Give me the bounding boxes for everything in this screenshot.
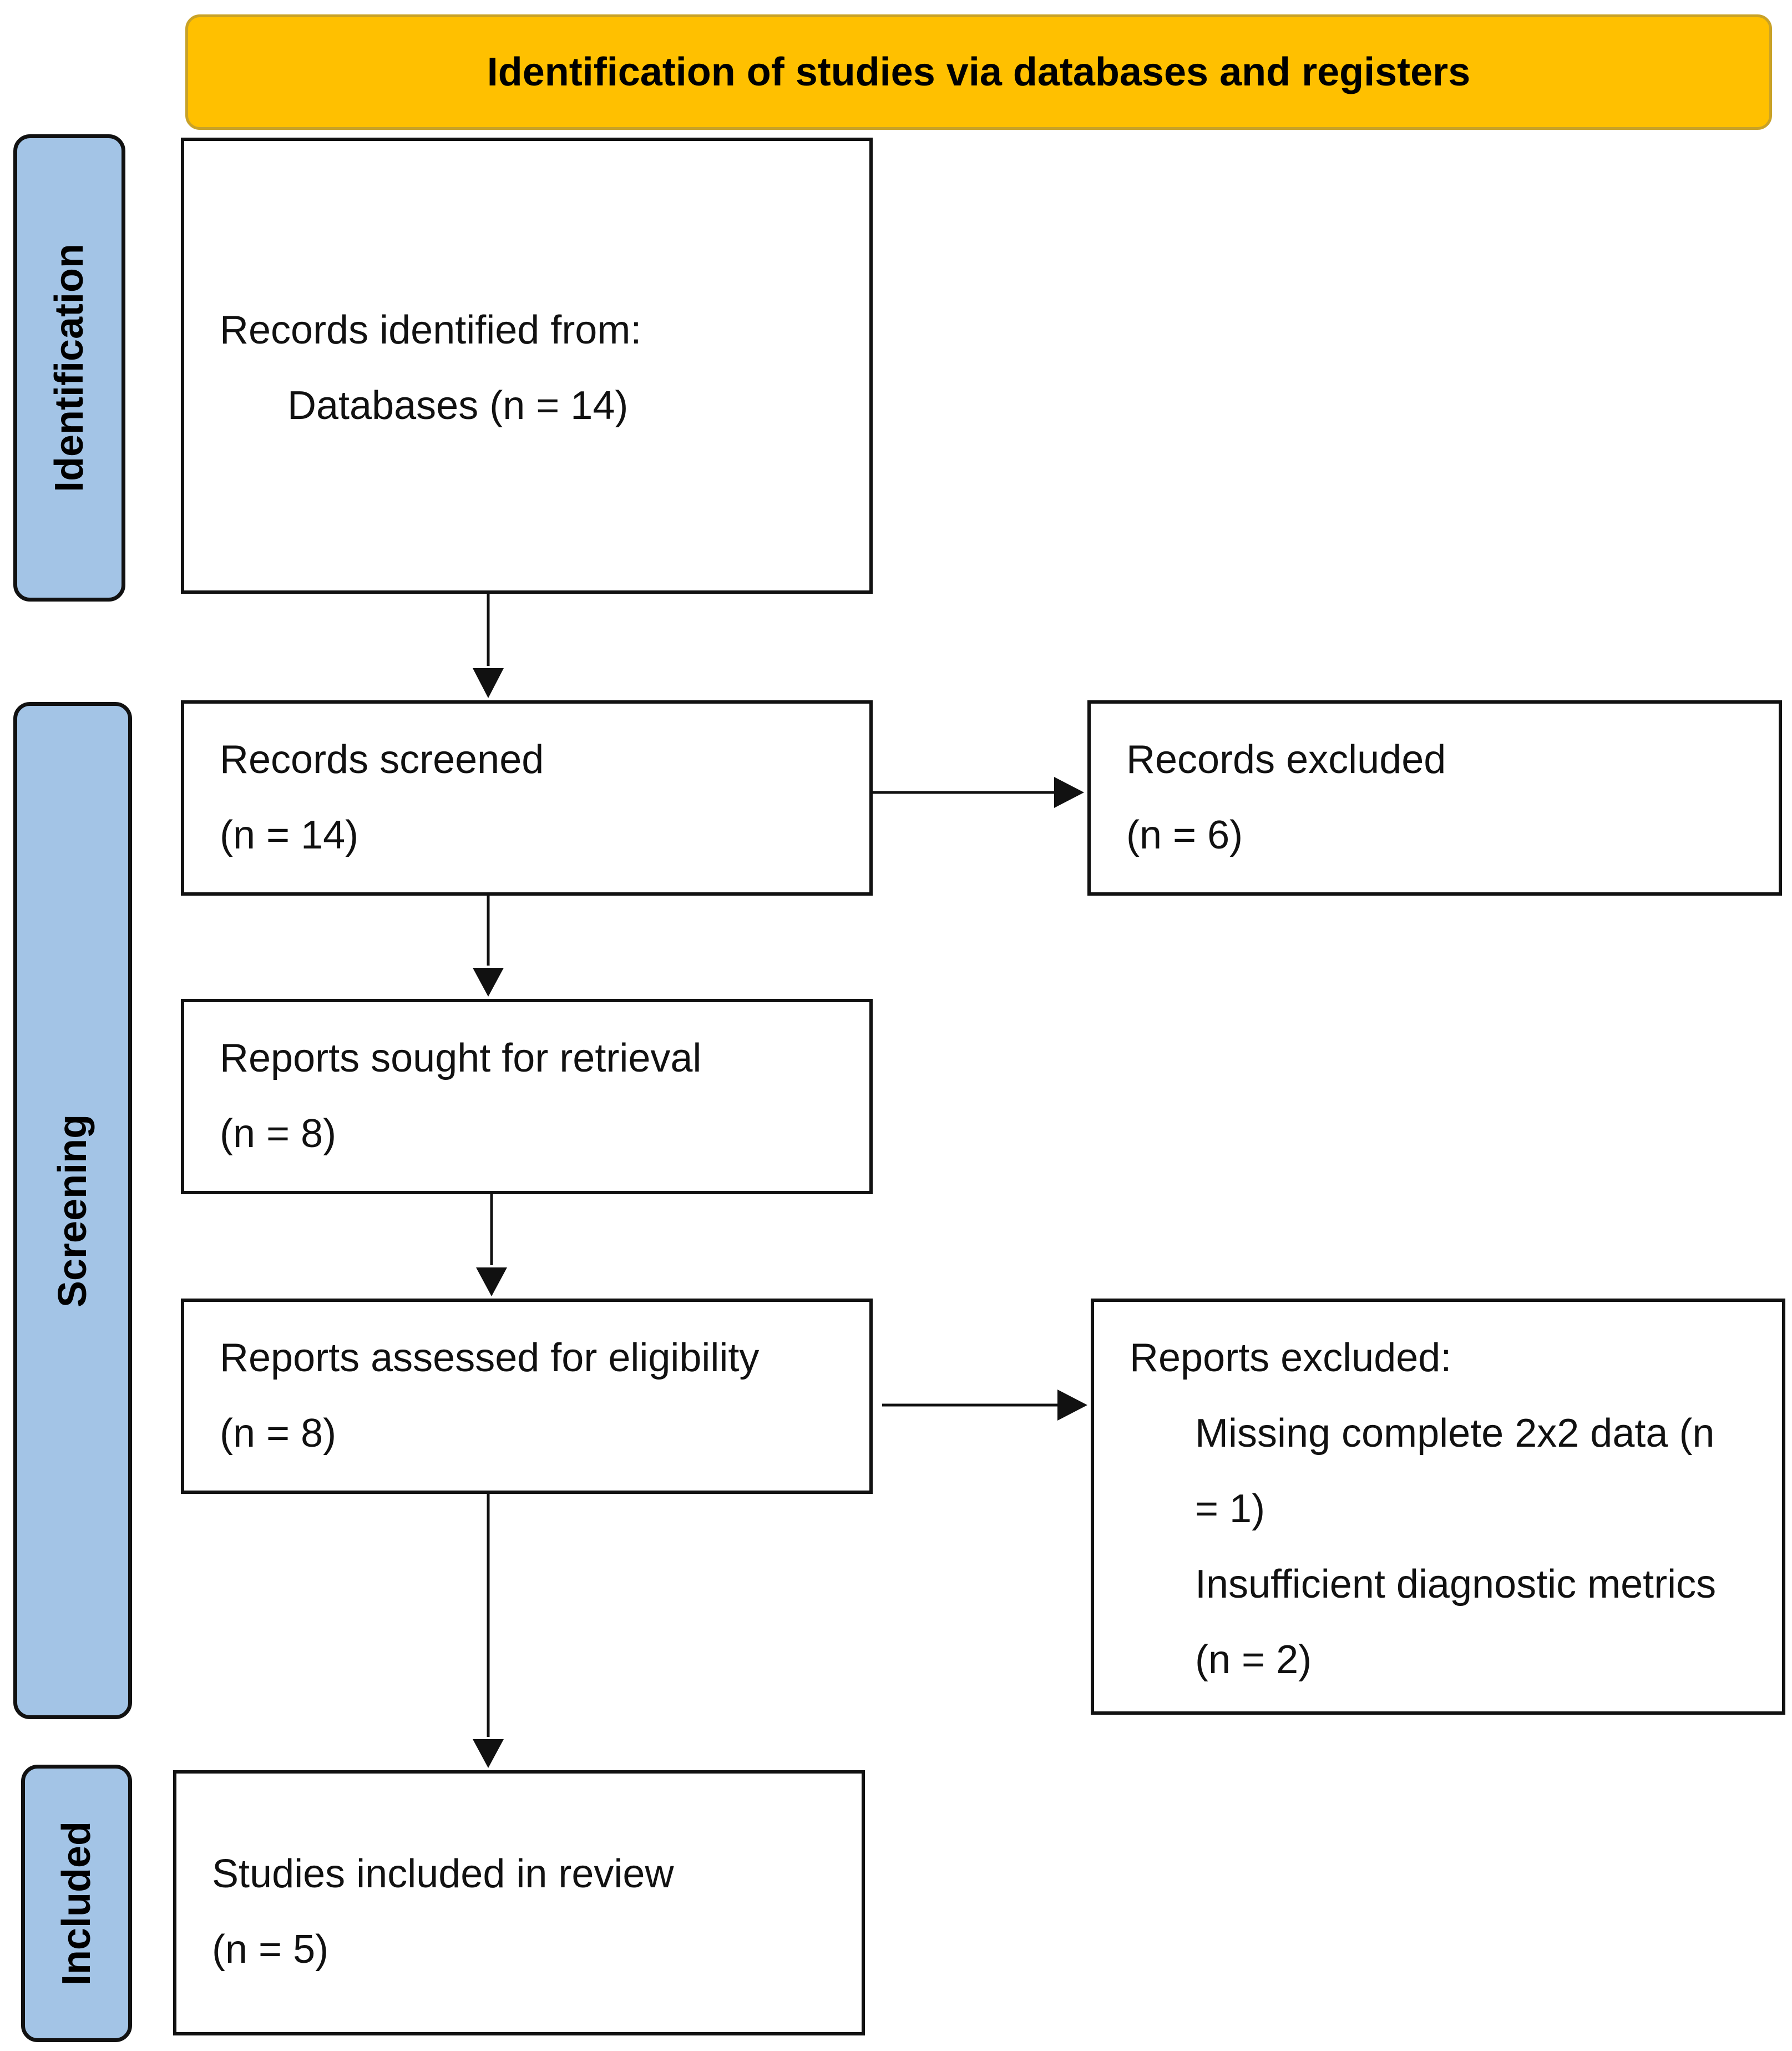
records-identified-box: Records identified from: Databases (n = … xyxy=(181,138,873,594)
records-excluded-box: Records excluded (n = 6) xyxy=(1087,700,1782,896)
reports-excluded-reason-2: Insufficient diagnostic metrics xyxy=(1195,1562,1717,1607)
studies-included-box: Studies included in review (n = 5) xyxy=(173,1770,865,2035)
reports-excluded-reason-1: Missing complete 2x2 data (n xyxy=(1195,1411,1715,1456)
arrowhead-identified-to-screened xyxy=(473,668,504,698)
studies-included-title: Studies included in review xyxy=(212,1852,674,1896)
reports-assessed-box: Reports assessed for eligibility (n = 8) xyxy=(181,1299,873,1494)
arrowhead-assessed-to-excluded xyxy=(1057,1390,1087,1421)
reports-excluded-reason-1-count: = 1) xyxy=(1195,1487,1265,1531)
records-identified-databases: Databases (n = 14) xyxy=(287,383,629,428)
reports-sought-count: (n = 8) xyxy=(220,1112,337,1156)
header-title: Identification of studies via databases … xyxy=(487,50,1471,94)
reports-assessed-count: (n = 8) xyxy=(220,1411,337,1456)
phase-screening: Screening xyxy=(13,702,132,1719)
reports-excluded-title: Reports excluded: xyxy=(1130,1336,1452,1380)
reports-sought-title: Reports sought for retrieval xyxy=(220,1036,702,1080)
records-screened-title: Records screened xyxy=(220,737,544,782)
reports-sought-box: Reports sought for retrieval (n = 8) xyxy=(181,999,873,1194)
phase-identification: Identification xyxy=(13,134,125,602)
arrowhead-assessed-to-included xyxy=(473,1739,504,1768)
reports-excluded-reason-2-count: (n = 2) xyxy=(1195,1638,1312,1682)
records-screened-count: (n = 14) xyxy=(220,813,359,857)
records-screened-box: Records screened (n = 14) xyxy=(181,700,873,896)
arrowhead-screened-to-sought xyxy=(473,968,504,997)
records-excluded-count: (n = 6) xyxy=(1126,813,1243,857)
reports-excluded-box: Reports excluded: Missing complete 2x2 d… xyxy=(1091,1299,1785,1715)
studies-included-count: (n = 5) xyxy=(212,1927,329,1972)
reports-assessed-title: Reports assessed for eligibility xyxy=(220,1336,760,1380)
records-excluded-title: Records excluded xyxy=(1126,737,1446,782)
arrowhead-sought-to-assessed xyxy=(476,1267,507,1296)
header-banner: Identification of studies via databases … xyxy=(185,14,1772,130)
arrowhead-screened-to-excluded xyxy=(1054,777,1084,808)
phase-included: Included xyxy=(21,1765,132,2042)
records-identified-title: Records identified from: xyxy=(220,308,642,352)
